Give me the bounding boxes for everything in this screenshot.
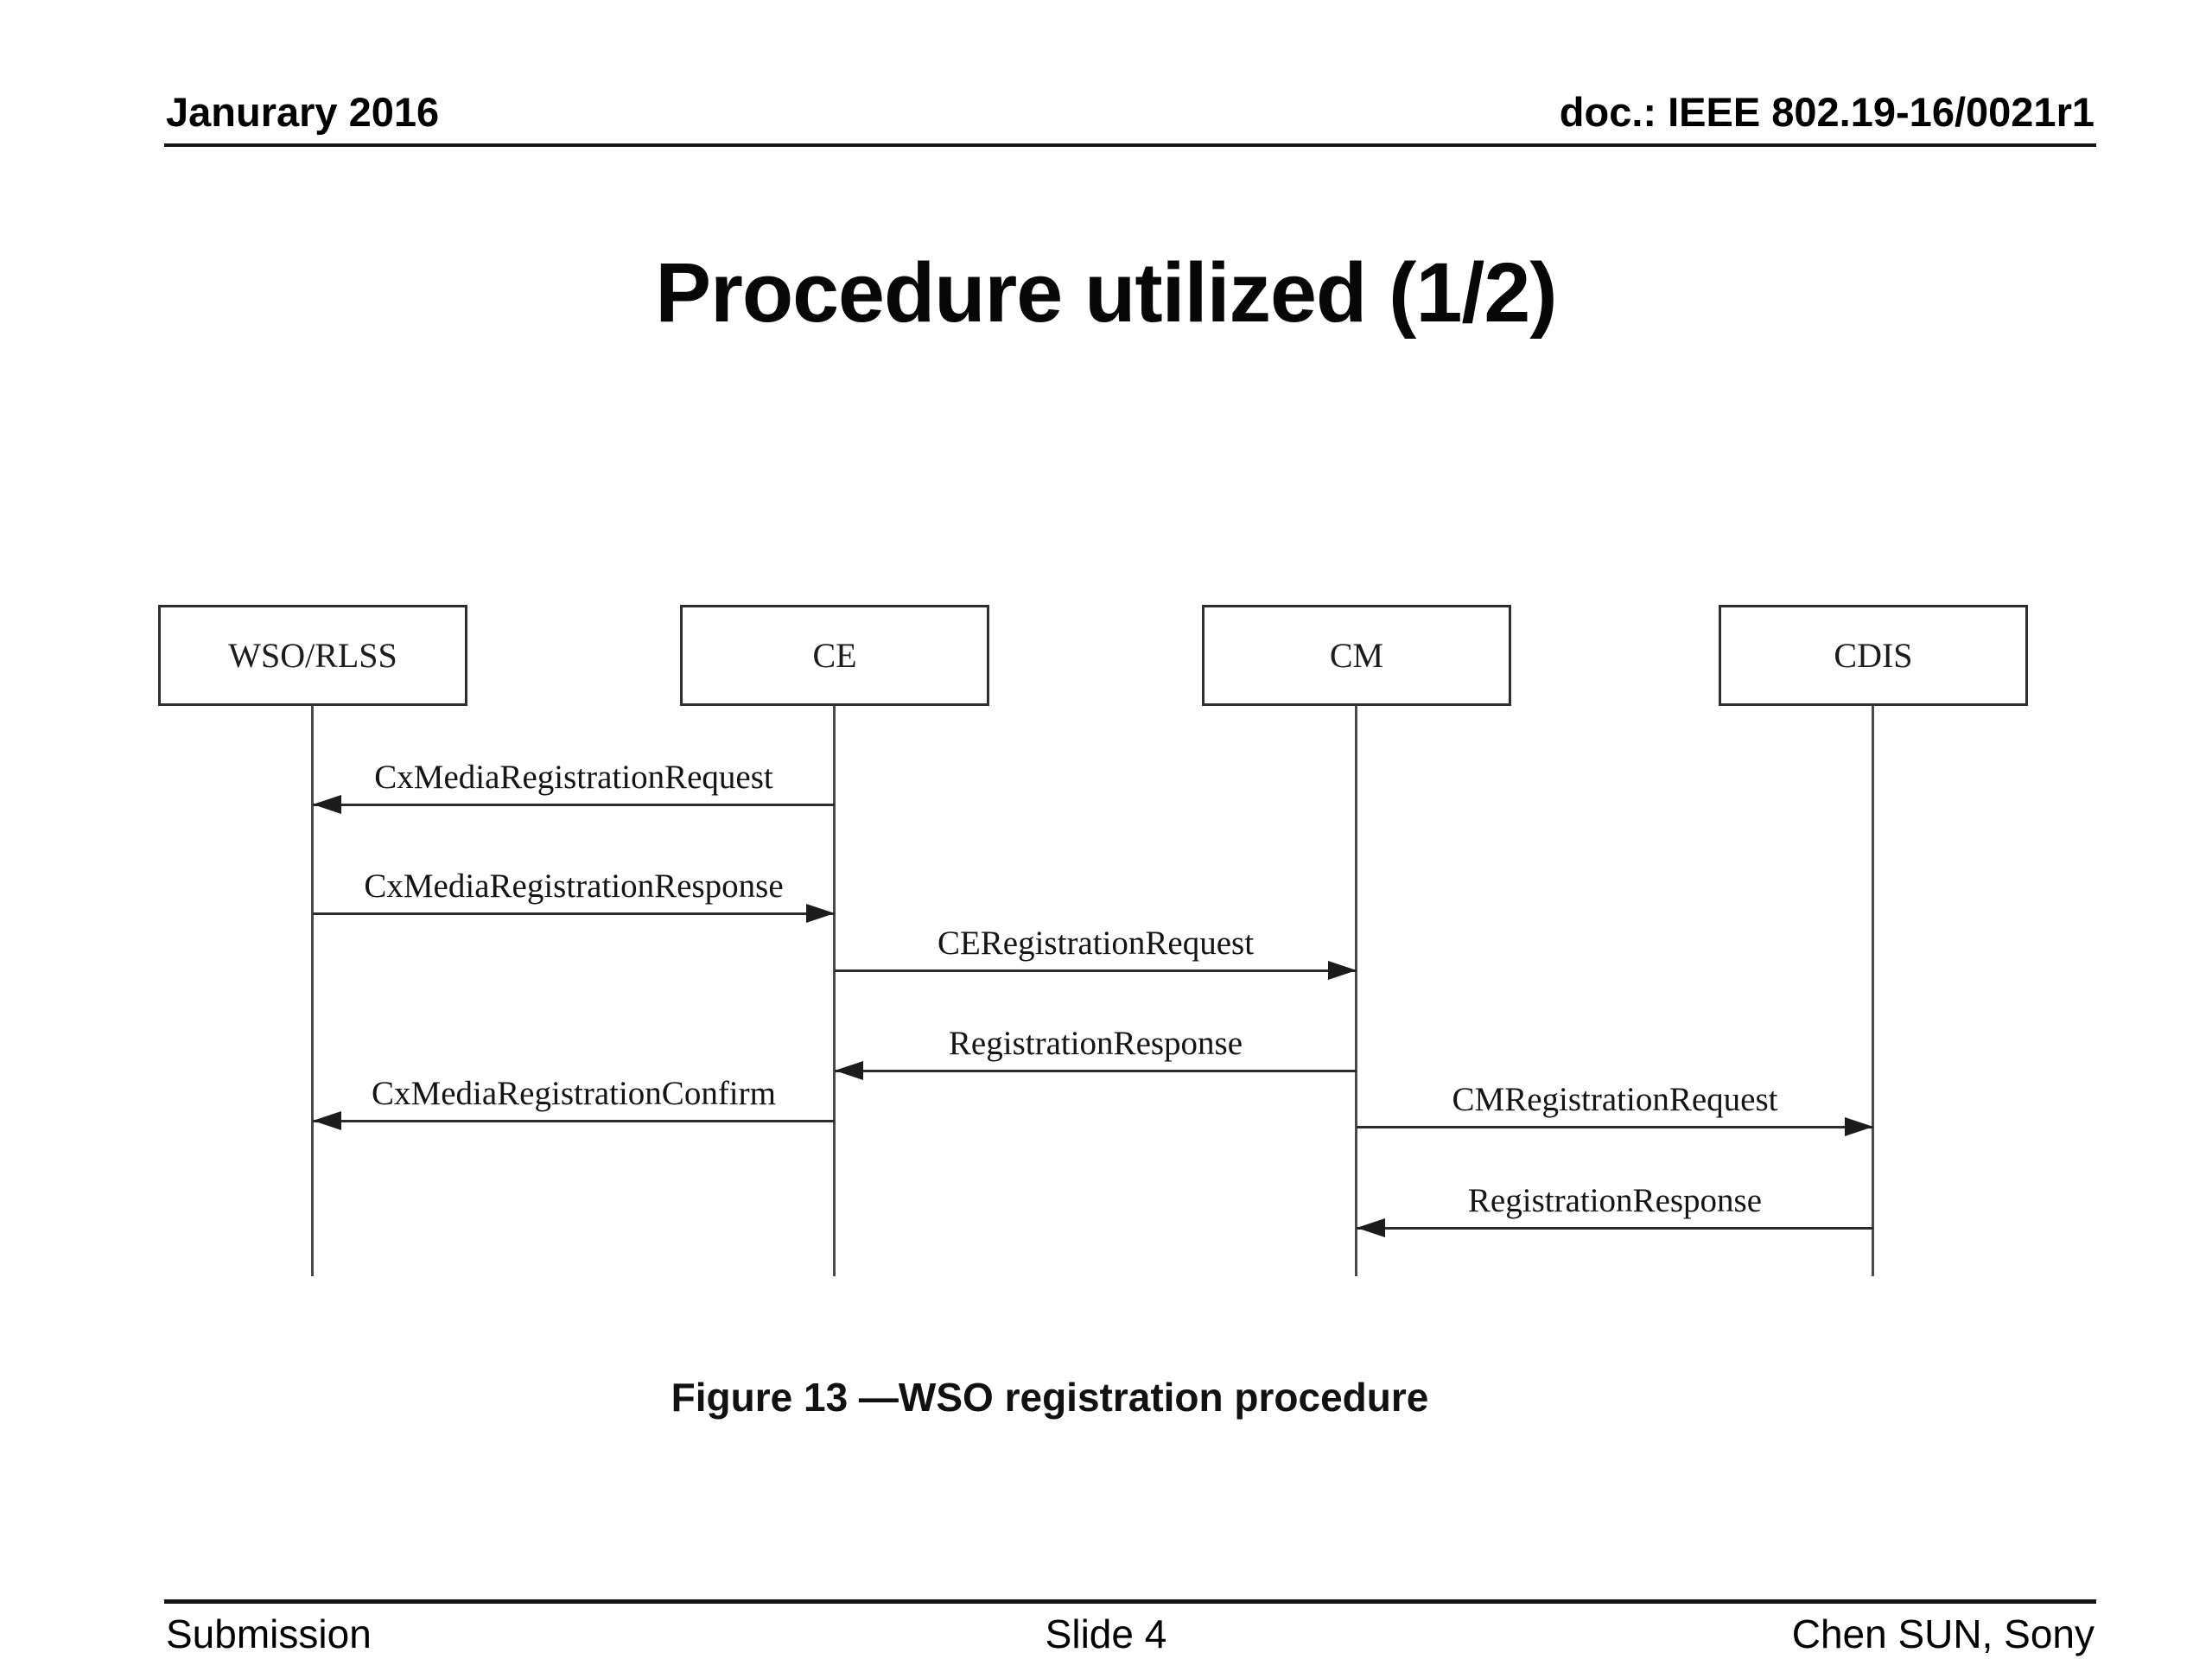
message-line: [1357, 1227, 1873, 1230]
message-line: [835, 1070, 1357, 1072]
message-line: [313, 1120, 835, 1122]
lifeline-cm: [1355, 706, 1357, 1276]
arrowhead-right-icon: [806, 904, 835, 923]
actor-box-wso-rlss: WSO/RLSS: [158, 605, 467, 706]
actor-label: WSO/RLSS: [228, 636, 397, 675]
header-doc-number: doc.: IEEE 802.19-16/0021r1: [1559, 89, 2094, 135]
arrowhead-right-icon: [1845, 1117, 1873, 1136]
arrowhead-right-icon: [1328, 961, 1357, 980]
footer-slide-number: Slide 4: [1045, 1611, 1167, 1656]
footer-rule: [164, 1599, 2096, 1604]
message-label: CERegistrationRequest: [937, 925, 1255, 962]
lifeline-wso-rlss: [311, 706, 314, 1276]
message-line: [835, 969, 1357, 972]
actor-label: CE: [812, 636, 857, 675]
footer-submission: Submission: [166, 1611, 372, 1656]
actor-box-cm: CM: [1202, 605, 1511, 706]
footer-author: Chen SUN, Sony: [1791, 1611, 2094, 1656]
message-label: CxMediaRegistrationRequest: [374, 759, 773, 796]
arrowhead-left-icon: [313, 1111, 341, 1130]
page-title: Procedure utilized (1/2): [655, 245, 1557, 340]
message-label: CMRegistrationRequest: [1452, 1081, 1778, 1118]
figure-caption: Figure 13 —WSO registration procedure: [671, 1375, 1429, 1420]
message-line: [313, 912, 835, 915]
arrowhead-left-icon: [835, 1061, 863, 1080]
header-date: Janurary 2016: [166, 89, 440, 135]
message-line: [313, 804, 835, 806]
message-label: RegistrationResponse: [1467, 1182, 1763, 1219]
actor-label: CM: [1329, 636, 1384, 675]
message-label: CxMediaRegistrationConfirm: [372, 1075, 776, 1112]
message-line: [1357, 1126, 1873, 1128]
actor-label: CDIS: [1834, 636, 1913, 675]
message-label: CxMediaRegistrationResponse: [364, 868, 784, 905]
lifeline-cdis: [1872, 706, 1874, 1276]
actor-box-cdis: CDIS: [1719, 605, 2028, 706]
message-label: RegistrationResponse: [948, 1025, 1243, 1062]
arrowhead-left-icon: [313, 795, 341, 814]
arrowhead-left-icon: [1357, 1218, 1385, 1237]
actor-box-ce: CE: [680, 605, 989, 706]
lifeline-ce: [833, 706, 836, 1276]
header-rule: [164, 143, 2096, 147]
